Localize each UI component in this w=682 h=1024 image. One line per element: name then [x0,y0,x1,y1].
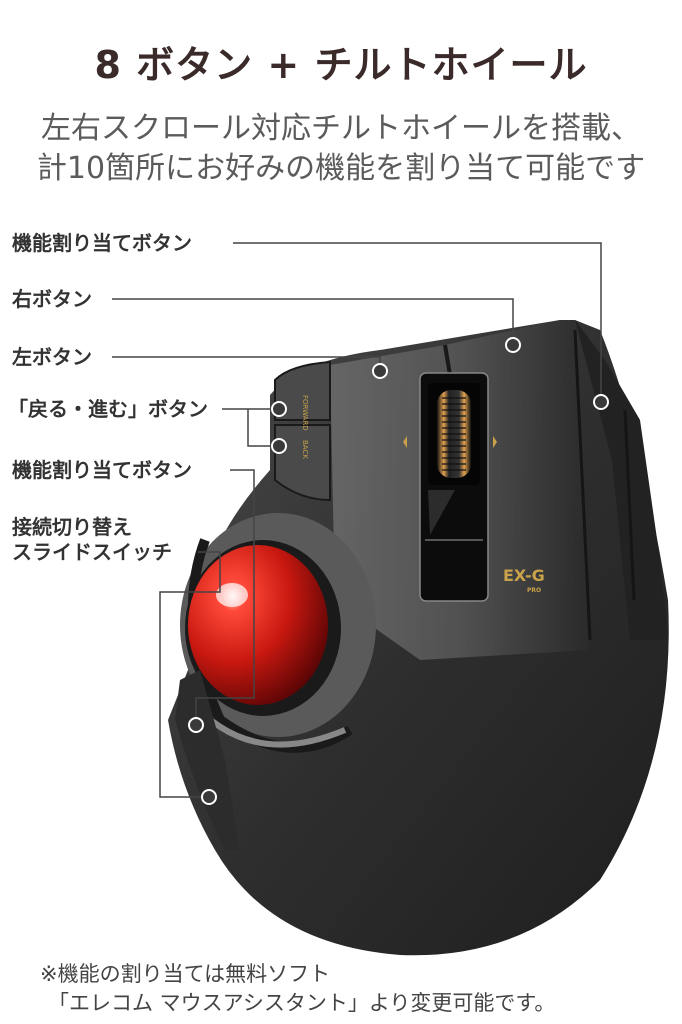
callout-dot-left-button [372,363,388,379]
callout-dot-right-button [505,337,521,353]
back-label: BACK [301,440,309,459]
callout-label-right-button: 右ボタン [12,287,92,311]
brand-mark: EX-G [503,566,545,585]
tilt-right-arrow-icon [493,436,497,448]
callout-dot-side-button [593,394,609,410]
trackball [188,545,328,705]
subtitle-line-2: 計10箇所にお好みの機能を割り当て可能です [36,151,646,186]
page-title: 8 ボタン + チルトホイール [94,43,588,87]
back-button [274,424,331,502]
callout-label-assign-button-bezel: 機能割り当てボタン [12,458,192,482]
brand-sub: PRO [527,587,541,594]
callout-dot-forward [271,401,287,417]
callout-label-back-forward: 「戻る・進む」ボタン [8,397,208,421]
footnote-line-1: ※機能の割り当ては無料ソフト [40,962,331,986]
subtitle-line-1: 左右スクロール対応チルトホイールを搭載、 [41,111,641,146]
side-switch-panel [175,670,240,850]
callout-dot-back [271,438,287,454]
footnote-line-2: 「エレコム マウスアシスタント」より変更可能です。 [48,991,556,1015]
callout-label-left-button: 左ボタン [12,345,92,369]
callout-dot-switch [201,789,217,805]
callout-label-switch-line1: 接続切り替え [12,515,132,539]
callout-label-switch-line2: スライドスイッチ [12,540,172,564]
callout-label-assign-button-top: 機能割り当てボタン [12,231,192,255]
forward-label: FORWARD [301,395,309,431]
forward-button [274,360,331,421]
callout-dot-bezel-button [188,717,204,733]
tilt-left-arrow-icon [403,436,407,448]
